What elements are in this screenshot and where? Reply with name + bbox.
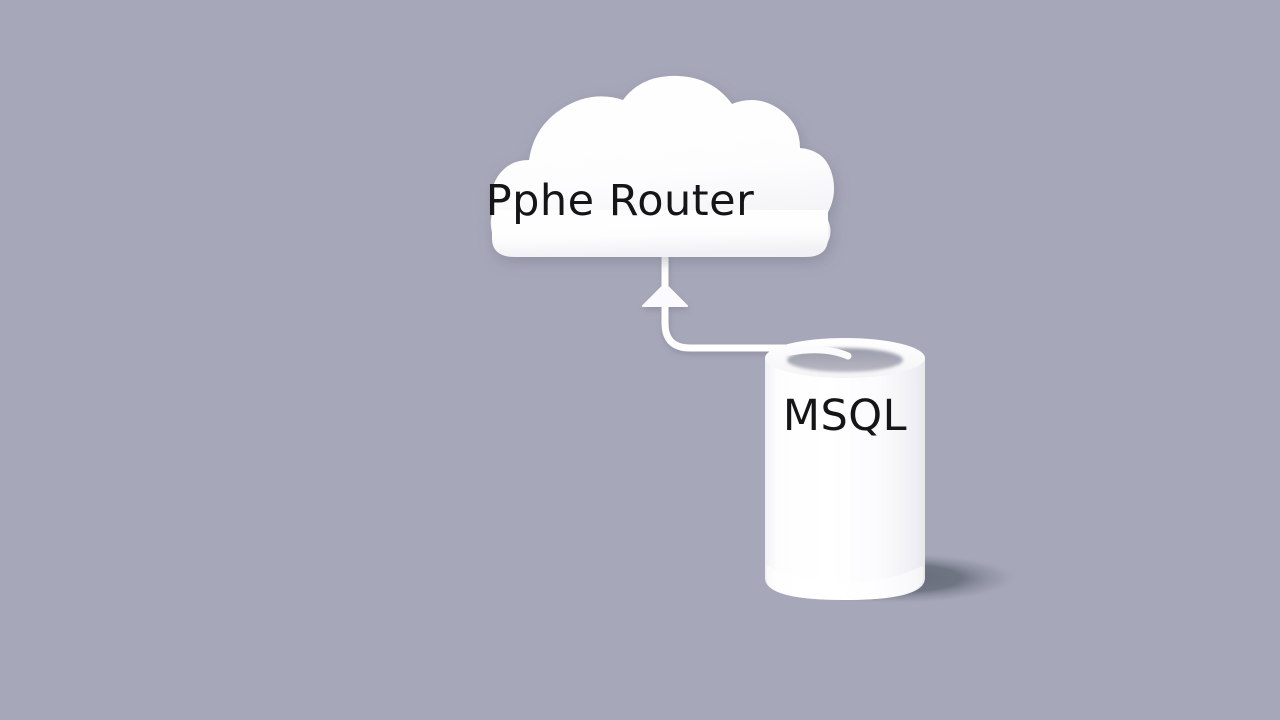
cloud-icon[interactable] (490, 75, 835, 257)
cloud-base (492, 210, 828, 257)
cylinder-connector-overlay (786, 346, 852, 360)
arrowhead-up-icon (642, 283, 688, 307)
database-cylinder-icon[interactable] (765, 338, 925, 600)
edge-line-lower (661, 298, 866, 352)
cloud-label: Pphe Router (485, 176, 755, 226)
edge-db-to-router (642, 252, 866, 352)
cylinder-bottom-sheen (767, 566, 923, 600)
cylinder-body (765, 358, 925, 600)
database-label: MSQL (782, 391, 908, 441)
cylinder-opening (787, 348, 903, 372)
